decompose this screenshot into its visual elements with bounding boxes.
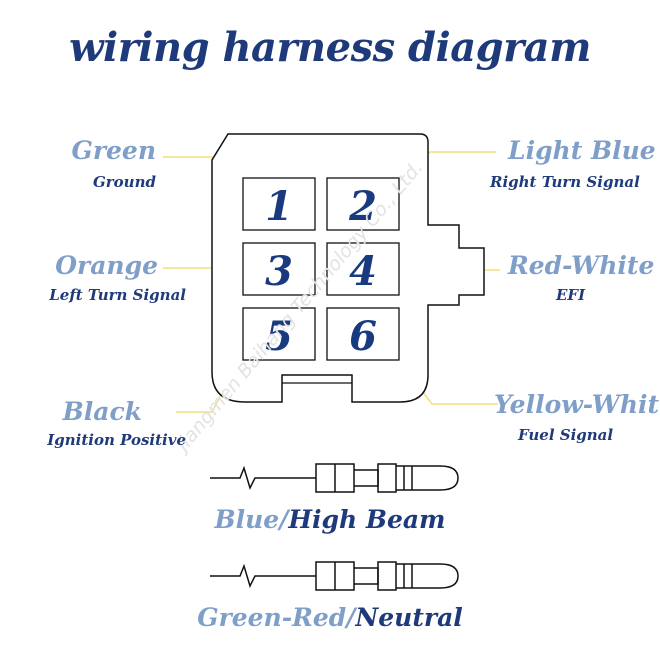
- pin-1-color-label: Green: [71, 136, 156, 165]
- page-title: wiring harness diagram: [69, 24, 591, 71]
- pin-cell-4: [326, 242, 400, 296]
- terminal-1-color: Blue: [214, 505, 280, 534]
- pin-5-function-label: Ignition Positive: [47, 431, 186, 449]
- pin-3-color-label: Orange: [55, 251, 158, 280]
- pin-cell-1: [242, 177, 316, 231]
- pin-2-color-label: Light Blue: [508, 136, 656, 165]
- pin-cell-5: [242, 307, 316, 361]
- pin-number-1: 1: [265, 183, 293, 230]
- pin-cell-2: [326, 177, 400, 231]
- pin-number-4: 4: [349, 248, 377, 295]
- pin-1-function-label: Ground: [92, 173, 156, 191]
- pin-cell-6: [326, 307, 400, 361]
- pin-number-6: 6: [349, 313, 377, 360]
- terminal-1-function: High Beam: [288, 505, 446, 534]
- pin-6-function-label: Fuel Signal: [518, 426, 614, 444]
- pin-cells: [242, 177, 400, 361]
- pin-number-2: 2: [348, 183, 377, 230]
- wire-lead-icon: [210, 465, 316, 491]
- terminal-high-beam: [210, 463, 459, 493]
- terminal-1-separator: /: [279, 505, 289, 534]
- pin-4-function-label: EFI: [556, 286, 586, 304]
- terminal-2-color: Green-Red: [197, 603, 347, 632]
- terminal-label-neutral: Green-Red/Neutral: [0, 603, 660, 632]
- pin-number-5: 5: [265, 313, 293, 360]
- pin-4-color-label: Red-White: [508, 251, 655, 280]
- pin-6-color-label: Yellow-White: [494, 390, 660, 419]
- terminal-label-high-beam: Blue/High Beam: [0, 505, 660, 534]
- wire-lead-icon: [210, 563, 316, 589]
- pin-number-3: 3: [265, 248, 293, 295]
- pin-cell-3: [242, 242, 316, 296]
- terminal-neutral: [210, 561, 459, 591]
- pin-2-function-label: Right Turn Signal: [490, 173, 640, 191]
- pin-3-function-label: Left Turn Signal: [49, 286, 186, 304]
- terminal-2-separator: /: [346, 603, 356, 632]
- terminal-2-function: Neutral: [355, 603, 463, 632]
- pin-5-color-label: Black: [62, 397, 142, 426]
